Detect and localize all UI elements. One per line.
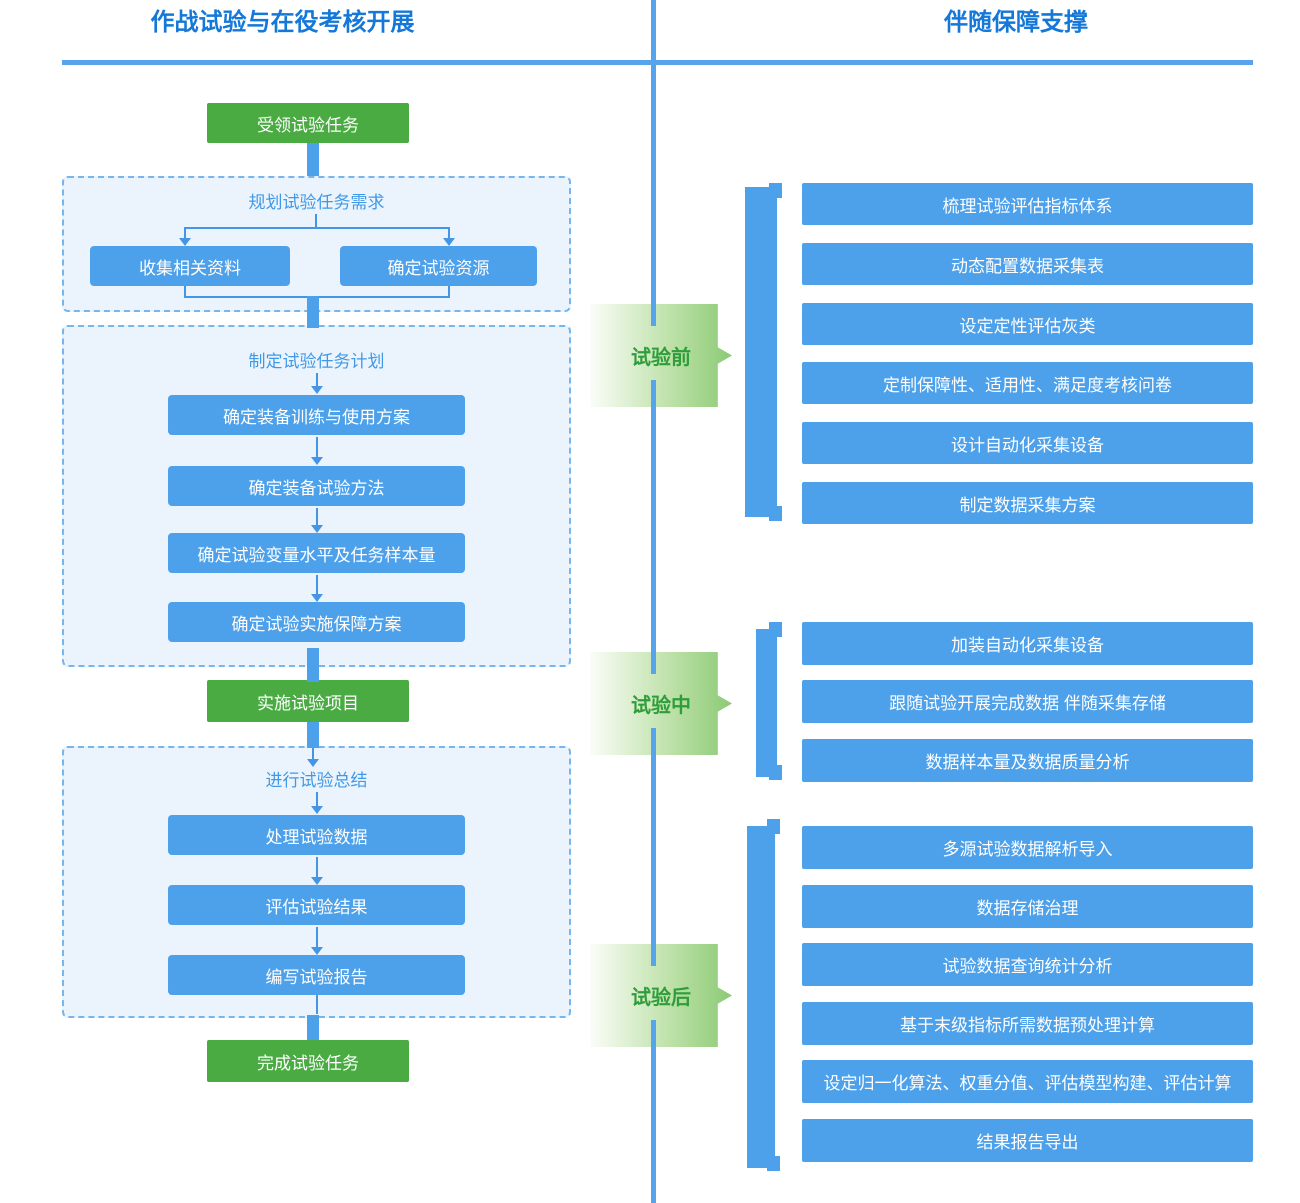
divider-stub xyxy=(651,1020,656,1047)
bracket-tab xyxy=(769,622,782,637)
arrowhead-down xyxy=(311,457,323,465)
task-bar: 梳理试验评估指标体系 xyxy=(802,183,1253,225)
flow-start-box: 受领试验任务 xyxy=(207,103,409,143)
bracket-tab xyxy=(767,819,780,834)
arrowhead-down xyxy=(311,947,323,955)
stage2-title: 制定试验任务计划 xyxy=(248,352,385,371)
bracket-line xyxy=(770,823,775,1171)
arrowhead-down xyxy=(311,806,323,814)
flow-line xyxy=(316,373,318,386)
branch-line xyxy=(315,214,317,227)
bracket-tab xyxy=(769,765,782,780)
bracket-tab xyxy=(769,183,782,198)
stage1-container: 规划试验任务需求 收集相关资料 确定试验资源 xyxy=(62,176,571,312)
process-box: 处理试验数据 xyxy=(168,815,465,855)
arrowhead-down xyxy=(311,386,323,394)
process-box: 确定装备试验方法 xyxy=(168,466,465,506)
phase-arrow-during: 试验中 xyxy=(590,652,732,755)
merge-line xyxy=(448,286,450,298)
flow-line xyxy=(316,437,318,457)
stage3-container: 进行试验总结 处理试验数据 评估试验结果 编写试验报告 xyxy=(62,746,571,1018)
phase-arrow-after: 试验后 xyxy=(590,944,732,1047)
task-bar: 基于末级指标所需数据预处理计算 xyxy=(802,1002,1253,1045)
connector-thick xyxy=(307,143,319,178)
task-bar: 设定定性评估灰类 xyxy=(802,303,1253,345)
arrowhead-down xyxy=(179,238,191,246)
phase-label: 试验前 xyxy=(631,347,691,369)
connector-thick xyxy=(307,722,319,748)
process-box: 编写试验报告 xyxy=(168,955,465,995)
process-box: 收集相关资料 xyxy=(90,246,290,286)
divider-stub xyxy=(651,380,656,407)
process-box: 确定试验变量水平及任务样本量 xyxy=(168,533,465,573)
task-bar: 数据样本量及数据质量分析 xyxy=(802,739,1253,782)
bracket-line xyxy=(772,190,777,514)
task-bar: 跟随试验开展完成数据 伴随采集存储 xyxy=(802,680,1253,723)
arrowhead-down xyxy=(311,877,323,885)
arrowhead-down xyxy=(311,594,323,602)
task-bar: 试验数据查询统计分析 xyxy=(802,943,1253,986)
flow-line xyxy=(316,792,318,806)
task-bar: 加装自动化采集设备 xyxy=(802,622,1253,665)
task-bar: 结果报告导出 xyxy=(802,1119,1253,1162)
connector-thick xyxy=(307,296,319,328)
arrowhead-down xyxy=(307,759,319,767)
flow-line xyxy=(316,508,318,525)
stage2-container: 制定试验任务计划 确定装备训练与使用方案 确定装备试验方法 确定试验变量水平及任… xyxy=(62,325,571,667)
branch-line xyxy=(184,227,186,238)
process-box: 确定试验资源 xyxy=(340,246,537,286)
task-bar: 设定归一化算法、权重分值、评估模型构建、评估计算 xyxy=(802,1060,1253,1103)
connector-thick xyxy=(307,1015,319,1040)
branch-line xyxy=(448,227,450,238)
flow-end-box: 完成试验任务 xyxy=(207,1040,409,1082)
bracket-line xyxy=(772,626,777,780)
right-column-title: 伴随保障支撑 xyxy=(944,9,1088,36)
bracket-spine xyxy=(747,826,772,1168)
flow-line xyxy=(316,575,318,594)
flow-line xyxy=(312,748,314,760)
flow-milestone-box: 实施试验项目 xyxy=(207,680,409,722)
task-bar: 制定数据采集方案 xyxy=(802,482,1253,524)
task-bar: 设计自动化采集设备 xyxy=(802,422,1253,464)
process-box: 确定装备训练与使用方案 xyxy=(168,395,465,435)
divider-stub xyxy=(651,652,656,674)
bracket-spine xyxy=(745,187,773,517)
column-divider-line xyxy=(651,0,656,1203)
phase-label: 试验中 xyxy=(631,695,691,717)
stage1-title: 规划试验任务需求 xyxy=(248,193,385,212)
task-bar: 动态配置数据采集表 xyxy=(802,243,1253,285)
phase-arrow-before: 试验前 xyxy=(590,304,732,407)
flow-line xyxy=(316,995,318,1014)
flow-line xyxy=(316,927,318,947)
divider-stub xyxy=(651,728,656,755)
bracket-tab xyxy=(769,506,782,521)
process-box: 确定试验实施保障方案 xyxy=(168,602,465,642)
divider-stub xyxy=(651,944,656,966)
task-bar: 数据存储治理 xyxy=(802,885,1253,928)
flow-line xyxy=(316,857,318,877)
arrowhead-down xyxy=(443,238,455,246)
merge-line xyxy=(184,286,186,298)
task-bar: 定制保障性、适用性、满足度考核问卷 xyxy=(802,362,1253,404)
process-box: 评估试验结果 xyxy=(168,885,465,925)
arrowhead-down xyxy=(311,525,323,533)
bracket-spine xyxy=(756,629,774,777)
connector-thick xyxy=(307,648,319,682)
branch-line xyxy=(184,227,450,229)
header-underline xyxy=(62,60,1253,65)
divider-stub xyxy=(651,304,656,326)
bracket-tab xyxy=(767,1156,780,1171)
stage3-title: 进行试验总结 xyxy=(265,771,368,790)
phase-label: 试验后 xyxy=(631,987,691,1009)
left-column-title: 作战试验与在役考核开展 xyxy=(150,9,415,36)
task-bar: 多源试验数据解析导入 xyxy=(802,826,1253,869)
